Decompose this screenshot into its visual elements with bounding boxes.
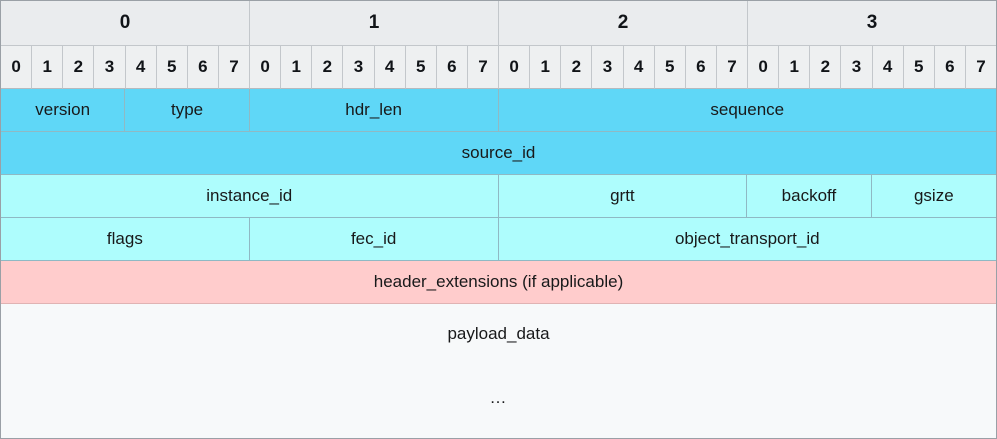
field-backoff: backoff xyxy=(747,175,872,218)
bit-label-4: 4 xyxy=(125,46,157,89)
field-object-transport-id: object_transport_id xyxy=(498,218,996,261)
byte-label-3: 3 xyxy=(748,1,996,46)
field-type: type xyxy=(125,89,250,132)
bit-label-29: 5 xyxy=(903,46,935,89)
byte-label-2: 2 xyxy=(499,1,748,46)
field-version: version xyxy=(1,89,126,132)
field-flags: flags xyxy=(1,218,250,261)
bit-label-1: 1 xyxy=(32,46,64,89)
field-fec-id: fec_id xyxy=(249,218,499,261)
bit-label-22: 6 xyxy=(685,46,717,89)
field-header-extensions: header_extensions (if applicable) xyxy=(1,261,996,304)
field-gsize: gsize xyxy=(871,175,996,218)
byte-label-1: 1 xyxy=(250,1,499,46)
bit-label-10: 2 xyxy=(312,46,344,89)
bit-label-2: 2 xyxy=(63,46,95,89)
bit-label-11: 3 xyxy=(343,46,375,89)
bit-label-30: 6 xyxy=(934,46,966,89)
bit-label-5: 5 xyxy=(156,46,188,89)
bit-label-28: 4 xyxy=(872,46,904,89)
payload-label: payload_data xyxy=(447,324,550,343)
bit-label-9: 1 xyxy=(281,46,313,89)
field-source-id: source_id xyxy=(1,132,996,175)
field-sequence: sequence xyxy=(498,89,996,132)
bit-label-26: 2 xyxy=(810,46,842,89)
field-row: header_extensions (if applicable) xyxy=(1,261,996,304)
bit-label-17: 1 xyxy=(530,46,562,89)
bit-label-3: 3 xyxy=(94,46,126,89)
field-instance-id: instance_id xyxy=(1,175,499,218)
bit-label-14: 6 xyxy=(436,46,468,89)
field-grtt: grtt xyxy=(498,175,748,218)
bit-label-0: 0 xyxy=(1,46,33,89)
bit-label-23: 7 xyxy=(716,46,748,89)
bit-label-25: 1 xyxy=(779,46,811,89)
bit-label-13: 5 xyxy=(405,46,437,89)
bit-label-8: 0 xyxy=(250,46,282,89)
bit-label-24: 0 xyxy=(748,46,780,89)
bit-label-31: 7 xyxy=(965,46,996,89)
field-row: source_id xyxy=(1,132,996,175)
bit-label-19: 3 xyxy=(592,46,624,89)
bit-label-18: 2 xyxy=(561,46,593,89)
field-hdr-len: hdr_len xyxy=(249,89,499,132)
bit-label-27: 3 xyxy=(841,46,873,89)
payload-continuation-ellipsis: … xyxy=(489,388,508,407)
bit-label-6: 6 xyxy=(187,46,219,89)
bit-label-21: 5 xyxy=(654,46,686,89)
bit-label-15: 7 xyxy=(467,46,499,89)
bit-label-20: 4 xyxy=(623,46,655,89)
bit-label-12: 4 xyxy=(374,46,406,89)
bit-label-7: 7 xyxy=(218,46,250,89)
byte-label-0: 0 xyxy=(1,1,250,46)
payload-region: payload_data … xyxy=(1,304,996,438)
bit-label-16: 0 xyxy=(499,46,531,89)
